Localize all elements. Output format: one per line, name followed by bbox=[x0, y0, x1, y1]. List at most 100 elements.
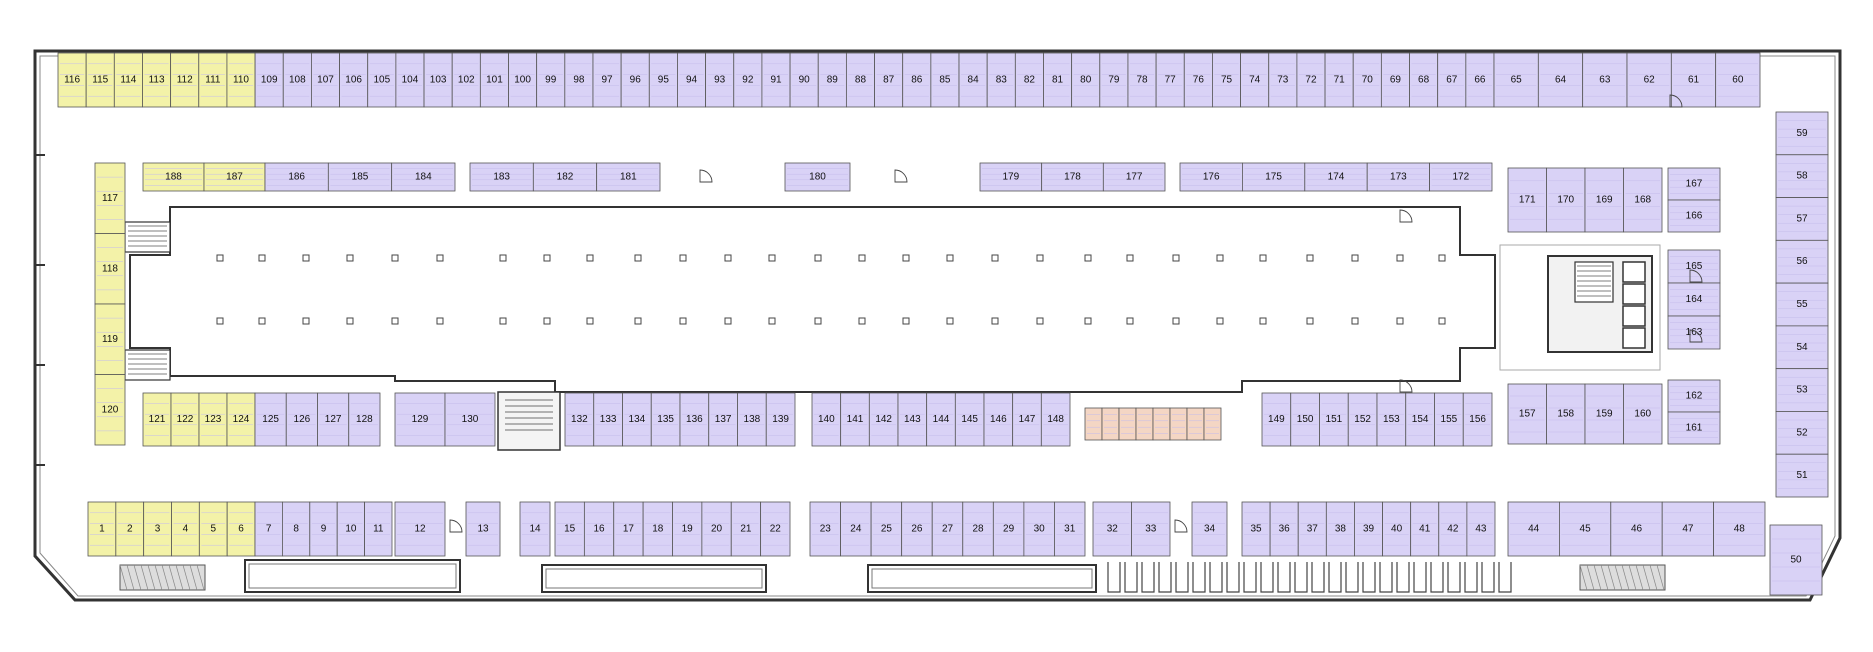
unit-9[interactable]: 9 bbox=[309, 501, 338, 557]
unit-148[interactable]: 148 bbox=[1040, 392, 1071, 447]
unit-34[interactable]: 34 bbox=[1191, 501, 1228, 557]
unit-84[interactable]: 84 bbox=[958, 52, 988, 108]
unit-60[interactable]: 60 bbox=[1715, 52, 1761, 108]
unit-51[interactable]: 51 bbox=[1775, 453, 1829, 498]
unit-126[interactable]: 126 bbox=[285, 392, 318, 447]
unit-113[interactable]: 113 bbox=[142, 52, 172, 108]
unit-47[interactable]: 47 bbox=[1661, 501, 1714, 557]
unit-12[interactable]: 12 bbox=[394, 501, 446, 557]
unit-65[interactable]: 65 bbox=[1493, 52, 1539, 108]
unit-180[interactable]: 180 bbox=[784, 162, 851, 192]
unit-36[interactable]: 36 bbox=[1269, 501, 1299, 557]
unit-19[interactable]: 19 bbox=[672, 501, 703, 557]
unit-55[interactable]: 55 bbox=[1775, 282, 1829, 327]
unit-89[interactable]: 89 bbox=[817, 52, 847, 108]
unit-184[interactable]: 184 bbox=[391, 162, 456, 192]
unit-[interactable] bbox=[1084, 407, 1103, 441]
unit-166[interactable]: 166 bbox=[1667, 199, 1721, 233]
unit-122[interactable]: 122 bbox=[170, 392, 200, 447]
unit-169[interactable]: 169 bbox=[1584, 167, 1624, 233]
unit-86[interactable]: 86 bbox=[902, 52, 932, 108]
unit-74[interactable]: 74 bbox=[1240, 52, 1270, 108]
unit-38[interactable]: 38 bbox=[1325, 501, 1355, 557]
unit-127[interactable]: 127 bbox=[317, 392, 350, 447]
unit-3[interactable]: 3 bbox=[143, 501, 172, 557]
unit-188[interactable]: 188 bbox=[142, 162, 205, 192]
unit-[interactable] bbox=[1101, 407, 1120, 441]
unit-69[interactable]: 69 bbox=[1380, 52, 1410, 108]
unit-61[interactable]: 61 bbox=[1670, 52, 1717, 108]
unit-121[interactable]: 121 bbox=[142, 392, 172, 447]
unit-[interactable] bbox=[1169, 407, 1188, 441]
unit-97[interactable]: 97 bbox=[592, 52, 622, 108]
unit-[interactable] bbox=[1186, 407, 1205, 441]
unit-94[interactable]: 94 bbox=[677, 52, 707, 108]
unit-1[interactable]: 1 bbox=[87, 501, 117, 557]
unit-117[interactable]: 117 bbox=[94, 162, 126, 234]
unit-147[interactable]: 147 bbox=[1012, 392, 1042, 447]
unit-150[interactable]: 150 bbox=[1290, 392, 1320, 447]
unit-178[interactable]: 178 bbox=[1041, 162, 1104, 192]
unit-7[interactable]: 7 bbox=[254, 501, 283, 557]
unit-67[interactable]: 67 bbox=[1437, 52, 1467, 108]
unit-143[interactable]: 143 bbox=[897, 392, 928, 447]
unit-2[interactable]: 2 bbox=[115, 501, 145, 557]
unit-119[interactable]: 119 bbox=[94, 303, 126, 375]
unit-108[interactable]: 108 bbox=[282, 52, 312, 108]
unit-103[interactable]: 103 bbox=[423, 52, 453, 108]
unit-46[interactable]: 46 bbox=[1610, 501, 1663, 557]
unit-174[interactable]: 174 bbox=[1304, 162, 1368, 192]
unit-14[interactable]: 14 bbox=[519, 501, 551, 557]
unit-41[interactable]: 41 bbox=[1410, 501, 1440, 557]
unit-21[interactable]: 21 bbox=[730, 501, 762, 557]
unit-30[interactable]: 30 bbox=[1023, 501, 1055, 557]
unit-177[interactable]: 177 bbox=[1102, 162, 1166, 192]
unit-75[interactable]: 75 bbox=[1212, 52, 1241, 108]
unit-134[interactable]: 134 bbox=[622, 392, 652, 447]
unit-187[interactable]: 187 bbox=[203, 162, 266, 192]
unit-50[interactable]: 50 bbox=[1769, 524, 1823, 596]
unit-176[interactable]: 176 bbox=[1179, 162, 1243, 192]
unit-82[interactable]: 82 bbox=[1014, 52, 1044, 108]
unit-40[interactable]: 40 bbox=[1382, 501, 1412, 557]
unit-128[interactable]: 128 bbox=[348, 392, 381, 447]
unit-13[interactable]: 13 bbox=[465, 501, 501, 557]
unit-73[interactable]: 73 bbox=[1268, 52, 1298, 108]
unit-167[interactable]: 167 bbox=[1667, 167, 1721, 201]
unit-152[interactable]: 152 bbox=[1347, 392, 1378, 447]
unit-153[interactable]: 153 bbox=[1376, 392, 1407, 447]
unit-11[interactable]: 11 bbox=[364, 501, 393, 557]
unit-31[interactable]: 31 bbox=[1054, 501, 1086, 557]
unit-6[interactable]: 6 bbox=[226, 501, 256, 557]
unit-111[interactable]: 111 bbox=[198, 52, 228, 108]
unit-68[interactable]: 68 bbox=[1409, 52, 1439, 108]
unit-144[interactable]: 144 bbox=[926, 392, 956, 447]
unit-18[interactable]: 18 bbox=[642, 501, 673, 557]
unit-136[interactable]: 136 bbox=[679, 392, 710, 447]
unit-99[interactable]: 99 bbox=[536, 52, 566, 108]
unit-140[interactable]: 140 bbox=[811, 392, 842, 447]
unit-66[interactable]: 66 bbox=[1465, 52, 1495, 108]
unit-139[interactable]: 139 bbox=[765, 392, 796, 447]
unit-173[interactable]: 173 bbox=[1366, 162, 1430, 192]
unit-124[interactable]: 124 bbox=[226, 392, 256, 447]
unit-23[interactable]: 23 bbox=[809, 501, 841, 557]
unit-138[interactable]: 138 bbox=[737, 392, 767, 447]
unit-54[interactable]: 54 bbox=[1775, 325, 1829, 370]
unit-182[interactable]: 182 bbox=[532, 162, 598, 192]
unit-100[interactable]: 100 bbox=[508, 52, 538, 108]
unit-42[interactable]: 42 bbox=[1438, 501, 1468, 557]
unit-35[interactable]: 35 bbox=[1241, 501, 1271, 557]
unit-17[interactable]: 17 bbox=[613, 501, 644, 557]
unit-27[interactable]: 27 bbox=[931, 501, 964, 557]
unit-181[interactable]: 181 bbox=[596, 162, 661, 192]
unit-107[interactable]: 107 bbox=[311, 52, 340, 108]
unit-123[interactable]: 123 bbox=[198, 392, 228, 447]
unit-63[interactable]: 63 bbox=[1582, 52, 1628, 108]
unit-37[interactable]: 37 bbox=[1297, 501, 1327, 557]
unit-104[interactable]: 104 bbox=[395, 52, 425, 108]
unit-185[interactable]: 185 bbox=[327, 162, 393, 192]
unit-163[interactable]: 163 bbox=[1667, 315, 1721, 350]
unit-161[interactable]: 161 bbox=[1667, 411, 1721, 445]
unit-157[interactable]: 157 bbox=[1507, 383, 1547, 445]
